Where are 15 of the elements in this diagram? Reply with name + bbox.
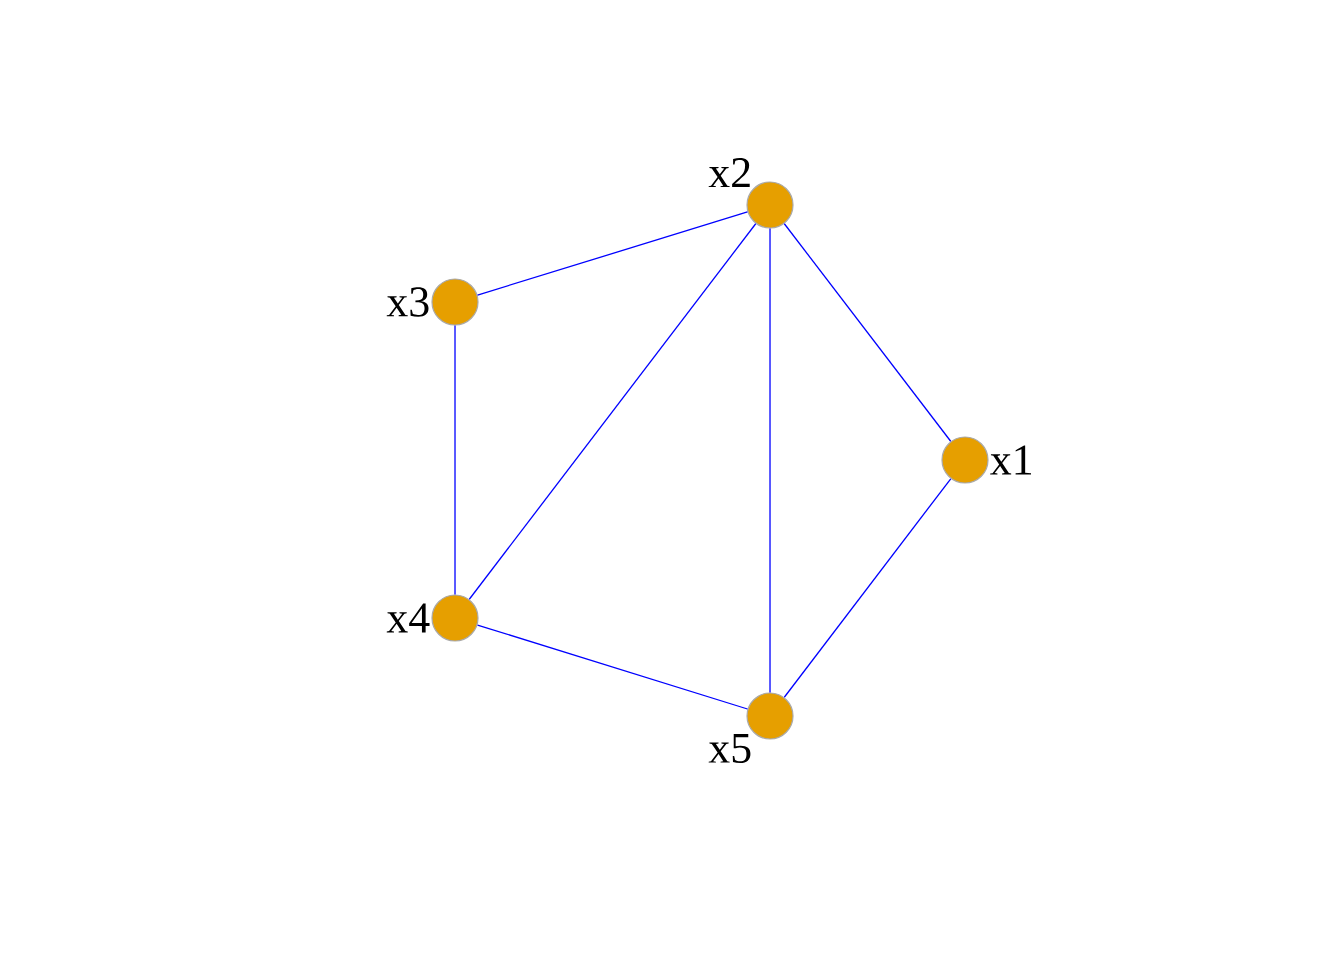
vertex-label: x3 [386,287,429,317]
vertex-circle [941,436,989,484]
edge-line [476,624,749,710]
vertex-circle [431,278,479,326]
vertex-circle [431,594,479,642]
edge-line [783,478,952,698]
vertex-label: x2 [708,158,750,188]
edge-line [783,223,952,442]
vertex-label: x4 [386,603,430,633]
vertex-label: x5 [708,733,751,763]
edge-line [468,223,757,600]
edge-line [769,227,771,694]
vertex-label: x1 [990,445,1031,475]
edge-line [454,324,456,596]
edge-line [476,211,749,296]
